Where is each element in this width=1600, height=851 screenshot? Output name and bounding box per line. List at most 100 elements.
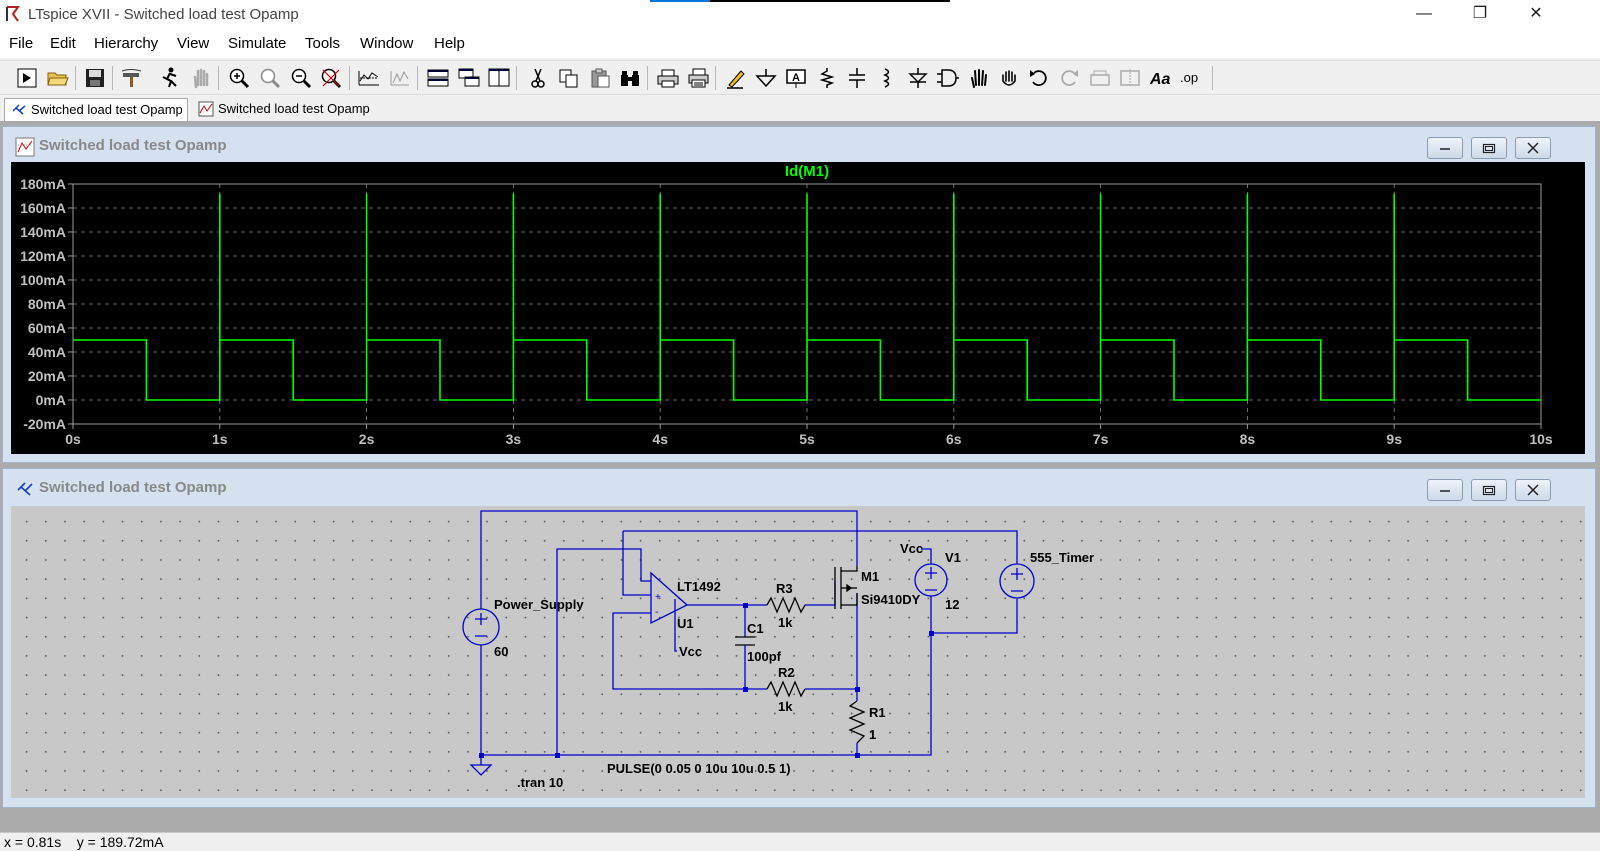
zoom-out-button[interactable] — [288, 65, 314, 91]
and-gate-icon — [937, 69, 959, 87]
autorange-icon — [358, 71, 379, 86]
spice-directive-button[interactable]: .op — [1178, 65, 1204, 91]
open-button[interactable] — [45, 65, 71, 91]
undo-button[interactable] — [1026, 65, 1052, 91]
hammer-icon — [121, 69, 142, 87]
title-bar: LTspice XVII - Switched load test Opamp … — [0, 0, 1600, 30]
hand-move-icon — [971, 69, 987, 88]
paste-button[interactable] — [587, 65, 613, 91]
y-tick-label: -20mA — [23, 416, 66, 432]
zoom-full-button[interactable] — [318, 65, 344, 91]
v1-symbol[interactable] — [914, 563, 948, 597]
menu-view[interactable]: View — [177, 35, 210, 52]
menu-simulate[interactable]: Simulate — [228, 35, 287, 52]
waveform-window-icon — [15, 137, 35, 157]
m1-symbol[interactable] — [834, 566, 858, 609]
schematic-window: Switched load test Opamp — [2, 468, 1596, 808]
new-schematic-button[interactable] — [14, 65, 40, 91]
schematic-drawing[interactable]: + - — [11, 506, 1585, 798]
timer-name: 555_Timer — [1030, 550, 1094, 565]
redo-button[interactable] — [1056, 65, 1082, 91]
fft-button[interactable] — [387, 65, 413, 91]
tab-schematic-label: Switched load test Opamp — [31, 102, 183, 117]
component-button[interactable] — [935, 65, 961, 91]
menu-help[interactable]: Help — [434, 35, 465, 52]
menu-file[interactable]: File — [9, 35, 34, 52]
cascade-button[interactable] — [456, 65, 482, 91]
restore-button[interactable]: ❐ — [1472, 5, 1488, 22]
tab-schematic[interactable]: Switched load test Opamp — [4, 98, 188, 121]
power-supply-symbol[interactable] — [462, 608, 500, 646]
waveform-maximize-button[interactable] — [1471, 137, 1507, 159]
resistor-button[interactable] — [814, 65, 840, 91]
mirror-button[interactable] — [1117, 65, 1143, 91]
power-supply-name: Power_Supply — [494, 597, 584, 612]
print-button[interactable] — [655, 65, 681, 91]
tran-directive[interactable]: .tran 10 — [517, 775, 563, 790]
find-button[interactable] — [617, 65, 643, 91]
close-button[interactable]: ✕ — [1529, 5, 1543, 22]
close-icon — [1527, 484, 1539, 496]
series-line-id-m1-[interactable] — [73, 193, 1541, 401]
tile-horizontal-button[interactable] — [425, 65, 451, 91]
toolbar: A Aa .op — [0, 60, 1600, 95]
v1-value: 12 — [945, 597, 959, 612]
control-panel-button[interactable] — [119, 65, 145, 91]
waveform-close-button[interactable] — [1515, 137, 1551, 159]
close-icon — [1527, 142, 1539, 154]
timer-source-symbol[interactable] — [999, 563, 1035, 599]
schematic-minimize-button[interactable] — [1427, 479, 1463, 501]
pencil-icon — [727, 70, 745, 89]
menu-edit[interactable]: Edit — [50, 35, 76, 52]
menu-tools[interactable]: Tools — [305, 35, 341, 52]
trace-label[interactable]: Id(M1) — [785, 163, 829, 180]
ground-symbol[interactable] — [469, 764, 493, 776]
minimize-icon — [1440, 490, 1450, 492]
menu-window[interactable]: Window — [360, 35, 414, 52]
r2-symbol[interactable] — [766, 680, 806, 698]
save-button[interactable] — [82, 65, 108, 91]
print-setup-button[interactable] — [685, 65, 711, 91]
zoom-out-icon — [291, 68, 312, 89]
title-accent-line — [650, 0, 950, 2]
cut-button[interactable] — [525, 65, 551, 91]
autorange-button[interactable] — [356, 65, 382, 91]
ground-button[interactable] — [753, 65, 779, 91]
schematic-maximize-button[interactable] — [1471, 479, 1507, 501]
capacitor-button[interactable] — [844, 65, 870, 91]
schematic-canvas[interactable]: + - — [11, 506, 1585, 798]
net-label-button[interactable]: A — [783, 65, 809, 91]
c1-symbol[interactable] — [735, 636, 755, 651]
r1-symbol[interactable] — [848, 700, 866, 744]
diode-button[interactable] — [905, 65, 931, 91]
copy-button[interactable] — [556, 65, 582, 91]
tab-waveform[interactable]: Switched load test Opamp — [192, 98, 374, 121]
scissors-icon — [531, 68, 545, 88]
waveform-plot[interactable]: 180mA160mA140mA120mA100mA80mA60mA40mA20m… — [11, 162, 1585, 454]
rotate-button[interactable] — [1087, 65, 1113, 91]
hand-stop-icon — [193, 68, 209, 89]
schematic-close-button[interactable] — [1515, 479, 1551, 501]
c1-ref: C1 — [747, 621, 764, 636]
menu-hierarchy[interactable]: Hierarchy — [94, 35, 159, 52]
move-button[interactable] — [966, 65, 992, 91]
pan-button[interactable] — [257, 65, 283, 91]
r2-ref: R2 — [778, 665, 795, 680]
waveform-minimize-button[interactable] — [1427, 137, 1463, 159]
close-windows-button[interactable] — [486, 65, 512, 91]
zoom-fit-icon — [321, 68, 342, 89]
run-button[interactable] — [157, 65, 183, 91]
r3-symbol[interactable] — [766, 596, 806, 614]
halt-button[interactable] — [188, 65, 214, 91]
opamp-symbol[interactable]: + - — [650, 571, 689, 635]
x-tick-label: 3s — [506, 431, 522, 447]
drag-button[interactable] — [996, 65, 1022, 91]
text-button[interactable]: Aa — [1147, 65, 1173, 91]
minimize-button[interactable]: — — [1416, 5, 1432, 22]
zoom-in-button[interactable] — [226, 65, 252, 91]
tile-horizontal-icon — [427, 69, 449, 87]
zoom-in-icon — [229, 68, 250, 89]
inductor-button[interactable] — [874, 65, 900, 91]
draw-wire-button[interactable] — [723, 65, 749, 91]
